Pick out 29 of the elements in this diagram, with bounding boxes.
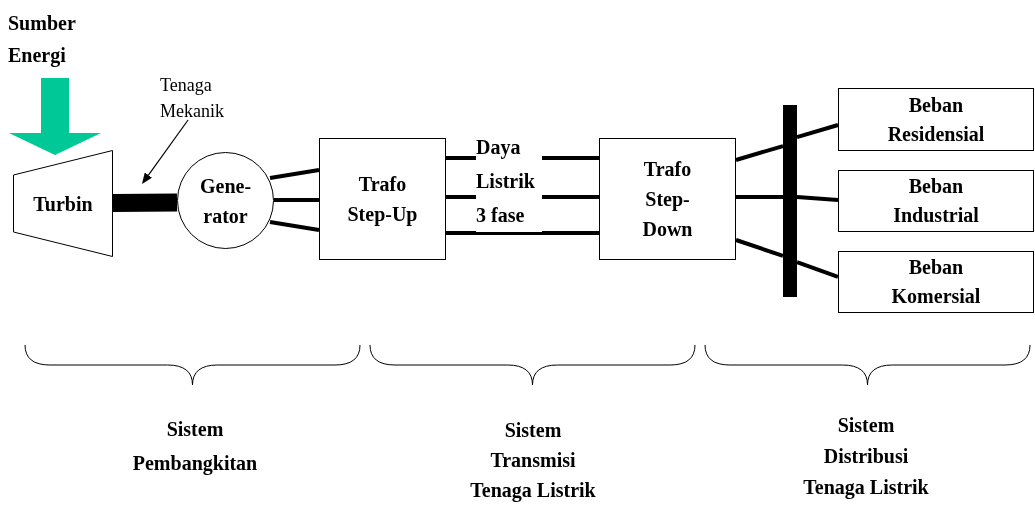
leader-line — [142, 119, 189, 184]
text-label: Sumber Energi — [8, 11, 77, 69]
transformer-box — [319, 138, 446, 260]
shaft-line — [112, 193, 178, 212]
load-box — [838, 251, 1034, 313]
node-label: Gene- rator — [198, 173, 253, 229]
node-label: Turbin — [33, 191, 93, 217]
node-label: Beban Residensial — [886, 92, 986, 147]
node-label: Trafo Step-Down — [641, 157, 694, 242]
connector-line — [274, 198, 319, 202]
connector-line — [735, 238, 784, 258]
arrow — [9, 77, 101, 156]
connector-line — [269, 168, 320, 180]
node-label: Beban Industrial — [892, 174, 980, 228]
connector-line — [796, 123, 839, 139]
connector-line — [446, 231, 599, 236]
transformer-box — [599, 138, 736, 260]
turbine-trapezoid — [13, 150, 113, 257]
load-box — [838, 88, 1034, 151]
load-box — [838, 170, 1034, 232]
bus-bar — [783, 105, 797, 297]
text-label: Tenaga Mekanik — [160, 74, 225, 123]
connector-line — [796, 260, 839, 279]
connector-line — [736, 194, 783, 200]
node-label: Beban Komersial — [890, 255, 982, 309]
connector-line — [735, 144, 784, 162]
node-label: Trafo Step-Up — [346, 172, 419, 228]
connector-line — [269, 220, 320, 232]
connector-line — [796, 194, 839, 202]
